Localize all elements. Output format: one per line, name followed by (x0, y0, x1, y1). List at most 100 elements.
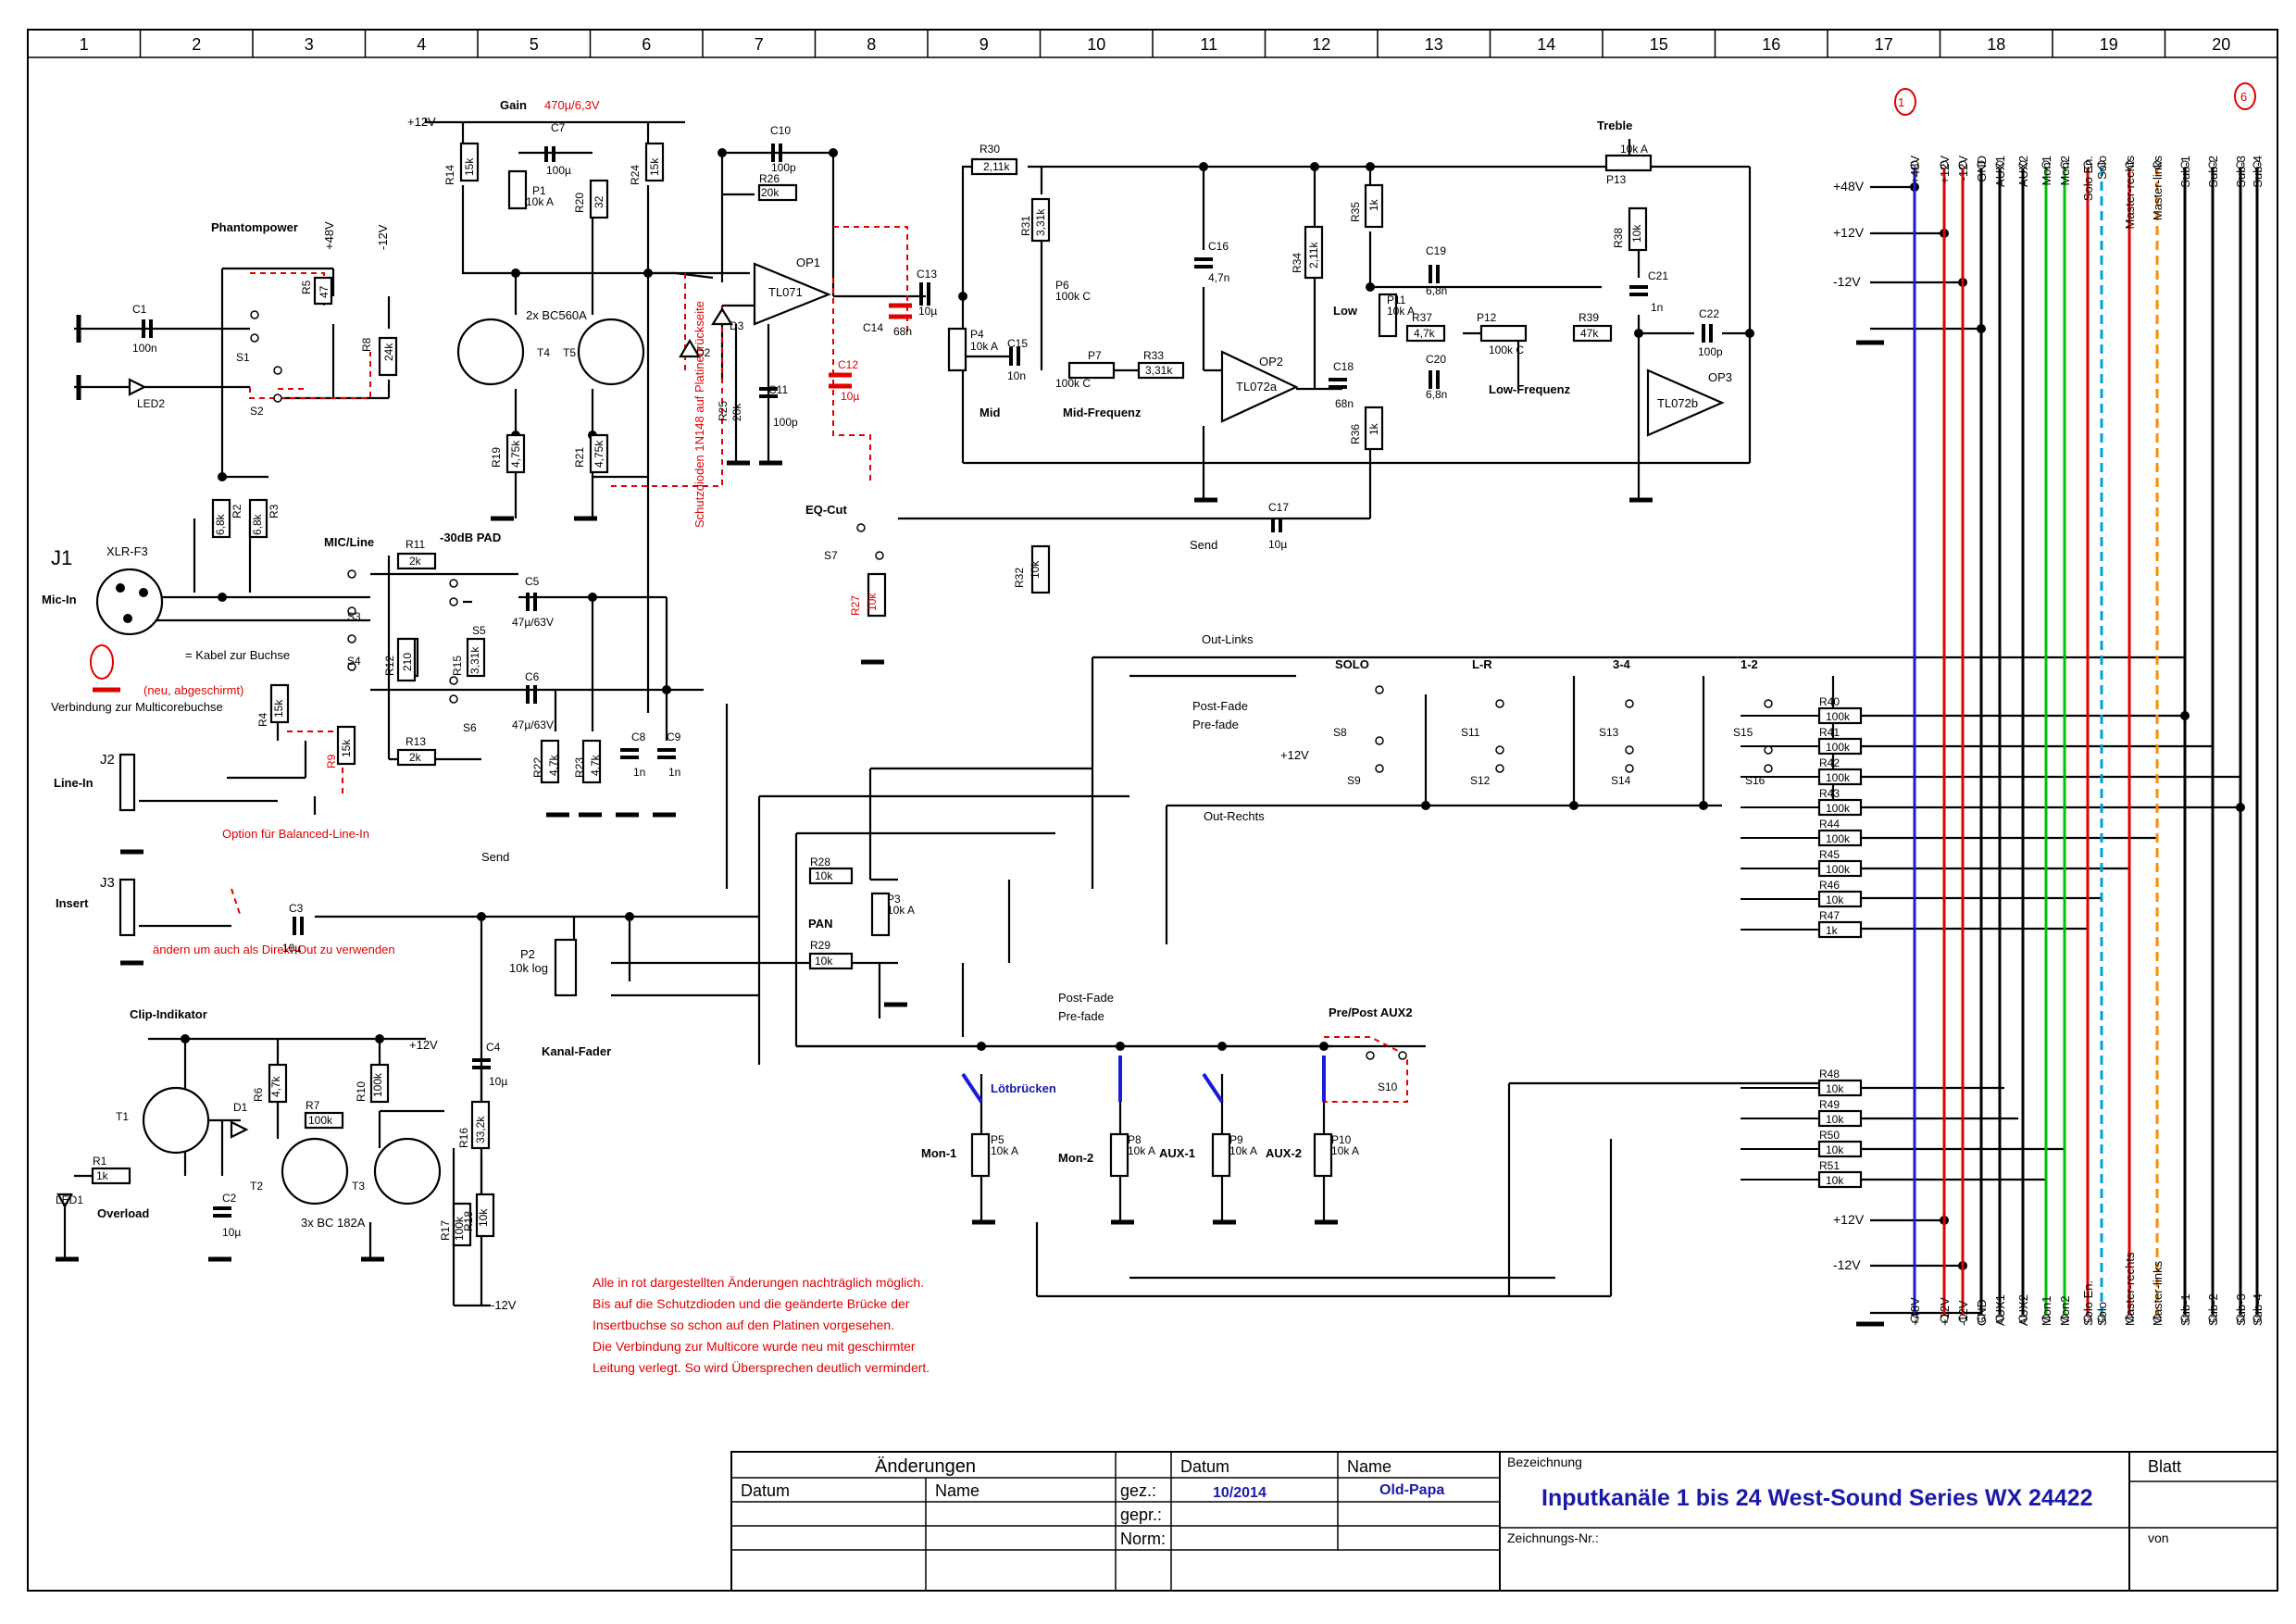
label-out-links: Out-Links (1202, 632, 1254, 646)
bus-terminal-bottom (1958, 1314, 1967, 1323)
bus-label-top: Solo (2095, 156, 2109, 180)
svg-text:C15: C15 (1007, 337, 1028, 350)
svg-text:S1: S1 (236, 351, 250, 364)
svg-text:P4: P4 (970, 328, 984, 341)
bus-terminal-bottom (1940, 1314, 1949, 1323)
column-number: 1 (80, 35, 89, 54)
label-pre-fade2: Pre-fade (1058, 1009, 1104, 1023)
label-low-freq: Low-Frequenz (1489, 382, 1571, 396)
svg-text:10k: 10k (477, 1208, 490, 1227)
bus-rails: +48V+48V+12V+12V-12V-12VGNDGNDAUX1AUX1AU… (1908, 156, 2265, 1326)
svg-text:2,11k: 2,11k (1307, 242, 1320, 269)
resistor-value: 100k (1826, 741, 1851, 754)
svg-text:1k: 1k (1367, 422, 1380, 435)
svg-text:4,7k: 4,7k (547, 754, 560, 776)
column-number: 11 (1200, 35, 1217, 54)
svg-text:+48V: +48V (1833, 179, 1865, 194)
bus-terminal-bottom (2180, 1314, 2190, 1323)
label-out-rechts: Out-Rechts (1204, 809, 1265, 823)
svg-text:R30: R30 (980, 143, 1000, 156)
svg-text:R12: R12 (383, 656, 396, 676)
resistor-name: R44 (1819, 818, 1840, 831)
svg-text:15k: 15k (648, 157, 661, 176)
svg-text:P10: P10 (1331, 1133, 1352, 1146)
bus-terminal-top (2236, 160, 2245, 169)
svg-text:2k: 2k (409, 751, 422, 764)
svg-text:C4: C4 (486, 1041, 501, 1054)
svg-text:T3: T3 (352, 1180, 365, 1193)
label-overload: Overload (97, 1206, 149, 1220)
svg-text:Leitung verlegt. So wird Übers: Leitung verlegt. So wird Übersprechen de… (593, 1359, 930, 1375)
svg-text:47k: 47k (1580, 327, 1599, 340)
svg-text:10µ: 10µ (282, 942, 301, 955)
bus-terminal-top (2125, 160, 2134, 169)
svg-text:S16: S16 (1745, 774, 1766, 787)
svg-text:C9: C9 (667, 731, 681, 743)
label-insert: Insert (56, 896, 89, 910)
svg-text:P1: P1 (532, 184, 546, 197)
resistor-value: 100k (1826, 802, 1851, 815)
svg-text:1n: 1n (668, 766, 680, 779)
tb-datum-col: Datum (741, 1481, 790, 1500)
resistor-name: R51 (1819, 1159, 1840, 1172)
svg-text:2,11k: 2,11k (983, 160, 1010, 173)
label-low: Low (1333, 304, 1358, 318)
tb-gez: gez.: (1120, 1481, 1156, 1500)
svg-text:C12: C12 (838, 358, 858, 371)
svg-text:3,31k: 3,31k (1034, 208, 1047, 236)
svg-text:S9: S9 (1347, 774, 1361, 787)
svg-text:R20: R20 (573, 193, 586, 213)
tb-gez-date: 10/2014 (1213, 1485, 1267, 1501)
resistor-value: 10k (1826, 893, 1844, 906)
svg-text:S12: S12 (1470, 774, 1491, 787)
svg-text:10k A: 10k A (970, 340, 998, 353)
column-number: 10 (1087, 35, 1105, 54)
label-tl072a: TL072a (1236, 380, 1278, 394)
label-pad: -30dB PAD (440, 531, 501, 544)
svg-text:P3: P3 (887, 893, 901, 906)
svg-text:R6: R6 (252, 1087, 265, 1102)
bus-terminal-bottom (2208, 1314, 2217, 1323)
svg-text:S8: S8 (1333, 726, 1347, 739)
bus-terminal-top (2152, 160, 2162, 169)
svg-text:R33: R33 (1143, 349, 1164, 362)
svg-text:R38: R38 (1612, 228, 1625, 248)
svg-text:C8: C8 (631, 731, 646, 743)
svg-text:100k C: 100k C (1489, 344, 1524, 356)
svg-text:10k A: 10k A (887, 904, 915, 917)
label-mic-line: MIC/Line (324, 535, 374, 549)
label-p12v-top: +12V (407, 115, 436, 129)
svg-text:4,7n: 4,7n (1208, 271, 1229, 284)
svg-text:P11: P11 (1387, 294, 1406, 306)
svg-text:C11: C11 (768, 383, 788, 396)
resistor-value: 100k (1826, 771, 1851, 784)
svg-text:S5: S5 (472, 624, 486, 637)
resistor-name: R45 (1819, 848, 1840, 861)
svg-text:S11: S11 (1461, 726, 1480, 739)
svg-text:C2: C2 (222, 1192, 237, 1205)
column-number: 9 (980, 35, 989, 54)
label-schutzdioden: Schutzdioden 1N148 auf Platinenrückseite (693, 301, 706, 528)
label-mic-in: Mic-In (42, 593, 77, 606)
tb-aenderungen: Änderungen (875, 1456, 976, 1477)
bus-label-bottom: Sub-1 (2178, 1293, 2192, 1326)
red-note: Alle in rot dargestellten Änderungen nac… (593, 1275, 930, 1375)
svg-text:T5: T5 (563, 346, 576, 359)
column-number: 14 (1537, 35, 1555, 54)
label-gain-cap: 470µ/6,3V (544, 98, 600, 112)
bus-terminal-top (2180, 160, 2190, 169)
svg-text:1n: 1n (633, 766, 645, 779)
bus-label-bottom: Sub-2 (2206, 1293, 2220, 1326)
title-block: Änderungen Datum Name Datum Name gez.: 1… (730, 1451, 2278, 1592)
svg-text:C16: C16 (1208, 240, 1229, 253)
label-bus-marker-right: 6 (2240, 90, 2247, 104)
svg-text:10µ: 10µ (489, 1075, 507, 1088)
svg-text:6,8k: 6,8k (214, 513, 227, 535)
bus-label-top: AUX2 (2016, 156, 2030, 187)
svg-text:R18: R18 (462, 1211, 475, 1231)
svg-text:6,8n: 6,8n (1426, 284, 1447, 297)
tb-name-header: Name (1347, 1457, 1391, 1476)
column-number: 8 (867, 35, 876, 54)
bus-terminal-top (2018, 160, 2028, 169)
